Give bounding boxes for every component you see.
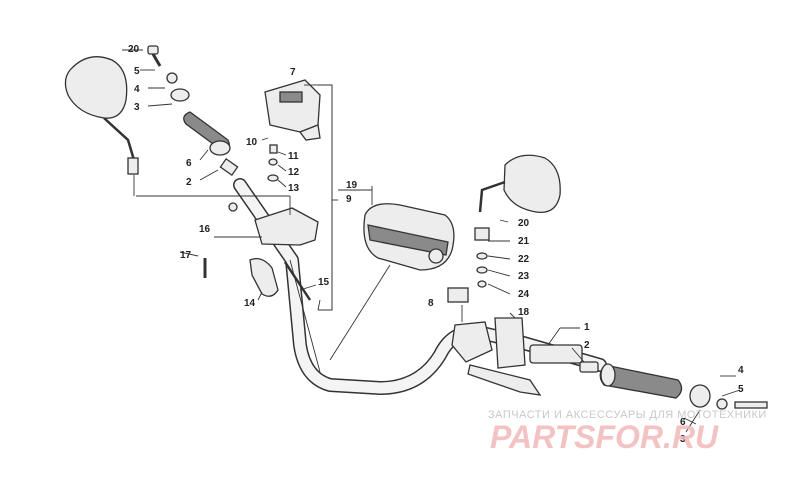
callout-21: 21 bbox=[518, 236, 530, 247]
callout-1: 1 bbox=[584, 322, 590, 333]
callout-2-right: 2 bbox=[584, 340, 590, 351]
callout-9: 9 bbox=[346, 194, 352, 205]
leader-lines bbox=[122, 49, 741, 433]
callout-10: 10 bbox=[246, 137, 258, 148]
callout-20-left: 20 bbox=[128, 44, 140, 55]
watermark-logo: PARTSFOR.RU bbox=[490, 419, 719, 455]
callout-11: 11 bbox=[288, 151, 299, 162]
left-sleeve bbox=[219, 157, 239, 177]
brake-master-cylinder bbox=[451, 317, 542, 396]
right-grip bbox=[599, 363, 683, 399]
callout-13: 13 bbox=[288, 183, 300, 194]
callout-5-right: 5 bbox=[738, 384, 744, 395]
callout-17: 17 bbox=[180, 250, 192, 261]
left-mirror-hardware bbox=[147, 45, 190, 102]
left-clamp bbox=[203, 202, 319, 301]
callout-20-right: 20 bbox=[518, 218, 530, 229]
callout-7: 7 bbox=[290, 67, 296, 78]
callout-18: 18 bbox=[518, 307, 530, 318]
callout-4-right: 4 bbox=[738, 365, 744, 376]
callout-14: 14 bbox=[244, 298, 256, 309]
callout-24: 24 bbox=[518, 289, 530, 300]
right-sleeve bbox=[579, 361, 599, 373]
callout-3-left: 3 bbox=[134, 102, 140, 113]
right-mirror bbox=[478, 154, 561, 214]
handguard bbox=[363, 203, 455, 271]
callout-3-right: 3 bbox=[680, 434, 686, 445]
brake-label bbox=[447, 287, 469, 303]
switch-housing bbox=[264, 79, 321, 141]
right-end-hardware bbox=[689, 384, 768, 410]
callouts: 20 5 4 3 6 2 7 10 11 12 13 19 9 16 17 15… bbox=[128, 44, 744, 445]
right-mirror-hardware bbox=[474, 227, 490, 288]
callout-22: 22 bbox=[518, 254, 530, 265]
callout-16: 16 bbox=[199, 224, 211, 235]
callout-19: 19 bbox=[346, 180, 358, 191]
callout-23: 23 bbox=[518, 271, 530, 282]
left-mirror bbox=[64, 56, 139, 175]
watermark-caption: ЗАПЧАСТИ И АКСЕССУАРЫ ДЛЯ МОТОТЕХНИКИ bbox=[488, 409, 767, 421]
callout-5-left: 5 bbox=[134, 66, 140, 77]
callout-6-right: 6 bbox=[680, 417, 686, 428]
callout-8: 8 bbox=[428, 298, 434, 309]
left-grip bbox=[183, 111, 231, 156]
callout-4-left: 4 bbox=[134, 84, 140, 95]
right-throttle-tube bbox=[529, 344, 583, 364]
callout-2-left: 2 bbox=[186, 177, 192, 188]
callout-15: 15 bbox=[318, 277, 330, 288]
callout-6-left: 6 bbox=[186, 158, 192, 169]
switch-hardware bbox=[267, 144, 279, 182]
watermark: ЗАПЧАСТИ И АКСЕССУАРЫ ДЛЯ МОТОТЕХНИКИ PA… bbox=[488, 409, 767, 455]
callout-12: 12 bbox=[288, 167, 300, 178]
